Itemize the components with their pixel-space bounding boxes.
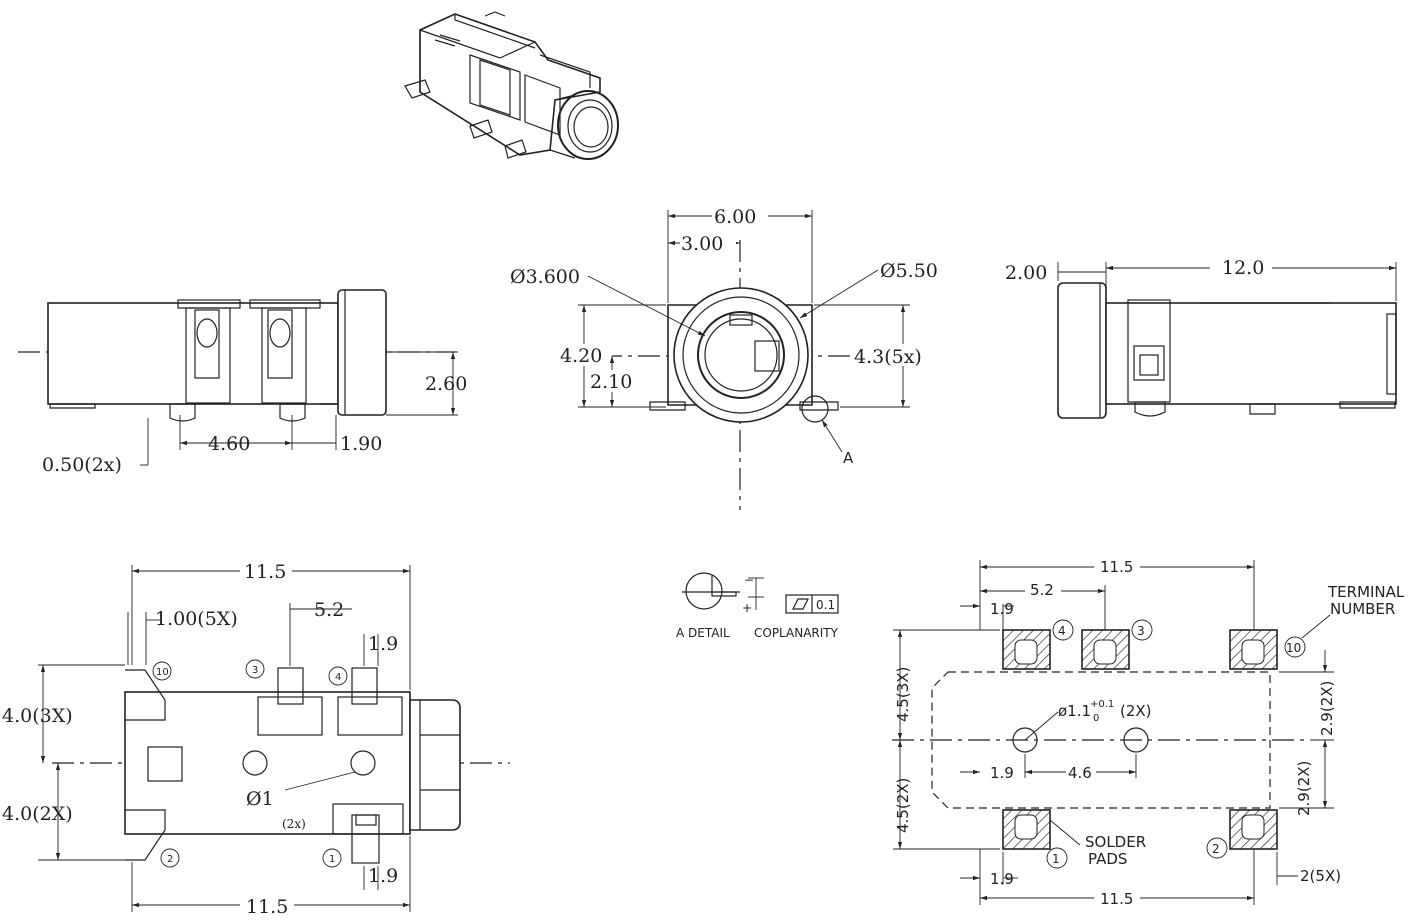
- side-view-left: 2.60 4.60 1.90 0.50(2x): [18, 289, 467, 476]
- pcb-footprint: 4 3 10 1 2 TERMINAL NUMBER SOLDER PADS 1…: [892, 557, 1405, 908]
- dim-pad-1-9-top: 1.9: [368, 633, 398, 655]
- dim-width-6-00: 6.00: [714, 206, 756, 228]
- terminal-number-label-1: TERMINAL: [1327, 583, 1405, 601]
- label-coplanarity: COPLANARITY: [754, 626, 839, 640]
- detail-minus: −: [744, 573, 754, 587]
- dim-height-4-20: 4.20: [560, 345, 602, 367]
- fp-dim-pad-w-top: 1.9: [990, 600, 1014, 618]
- dim-pin-width-0-50: 0.50(2x): [42, 454, 122, 476]
- dim-height-2-60: 2.60: [425, 373, 467, 395]
- solder-pads-label-2: PADS: [1088, 850, 1127, 868]
- side-view-right: 12.0 2.00: [1005, 256, 1397, 419]
- isometric-view: [404, 11, 619, 160]
- dim-offset-1-90: 1.90: [340, 433, 382, 455]
- dim-inner-dia-3-600: Ø3.600: [510, 266, 580, 288]
- fp-dim-pitch: 5.2: [1030, 581, 1054, 599]
- terminal-4: 4: [335, 672, 341, 683]
- dim-length-11-5-top: 11.5: [244, 561, 286, 583]
- solder-pads-label-1: SOLDER: [1085, 833, 1146, 851]
- dim-pad-1-9-bottom: 1.9: [368, 865, 398, 887]
- terminal-number-label-2: NUMBER: [1330, 600, 1395, 618]
- fp-hole-count: (2X): [1120, 702, 1152, 720]
- fp-hole-tol-upper: +0.1: [1090, 699, 1114, 710]
- detail-coplanarity: − + 0.1 A DETAIL COPLANARITY: [676, 572, 839, 640]
- detail-ref-a: A: [843, 449, 854, 467]
- terminal-3: 3: [252, 665, 258, 676]
- fp-hole-label: ø1.1: [1058, 702, 1091, 720]
- fp-terminal-1: 1: [1052, 852, 1060, 866]
- terminal-1: 1: [329, 854, 335, 865]
- fp-terminal-10: 10: [1286, 641, 1301, 655]
- dim-pitch-4-60: 4.60: [208, 433, 250, 455]
- fp-terminal-4: 4: [1058, 624, 1066, 638]
- fp-dim-pad-w-mid: 1.9: [990, 764, 1014, 782]
- detail-plus: +: [742, 601, 752, 615]
- dim-upper-4-0: 4.0(3X): [2, 705, 73, 727]
- terminal-2: 2: [167, 854, 173, 865]
- top-view: 10 3 4 2 1 Ø1 (2x) 11.5 1.00(5X) 5.2 1.9…: [2, 561, 510, 918]
- coplanarity-tolerance: 0.1: [816, 598, 835, 612]
- dim-length-11-5-bottom: 11.5: [246, 896, 288, 918]
- dim-pitch-5-2: 5.2: [314, 599, 344, 621]
- fp-dim-total-bottom: 11.5: [1100, 890, 1133, 908]
- dim-half-width-3-00: 3.00: [681, 233, 723, 255]
- fp-dim-hole-pitch: 4.6: [1068, 764, 1092, 782]
- fp-dim-pad-w-bottom: 1.9: [990, 870, 1014, 888]
- fp-hole-tol-lower: 0: [1093, 713, 1099, 724]
- fp-dim-right-lower: 2.9(2X): [1295, 761, 1313, 816]
- fp-dim-right-upper: 2.9(2X): [1318, 681, 1336, 736]
- dim-depth-12-0: 12.0: [1222, 257, 1264, 279]
- hole-count-label: (2x): [282, 817, 306, 831]
- dim-pin-4-3: 4.3(5x): [854, 346, 922, 368]
- fp-terminal-2: 2: [1212, 842, 1220, 856]
- hole-dia-label: Ø1: [246, 788, 274, 810]
- fp-dim-pad-len: 2(5X): [1300, 867, 1341, 885]
- fp-dim-total-top: 11.5: [1100, 558, 1133, 576]
- front-view: A 6.00 3.00 Ø3.600 Ø5.50 4.20 2.10 4.3(5…: [510, 204, 942, 510]
- dim-pin-width-1-00: 1.00(5X): [155, 608, 238, 630]
- fp-terminal-3: 3: [1137, 624, 1145, 638]
- terminal-10: 10: [156, 667, 169, 678]
- label-a-detail: A DETAIL: [676, 626, 730, 640]
- dim-outer-dia-5-50: Ø5.50: [880, 260, 938, 282]
- dim-flange-2-00: 2.00: [1005, 262, 1047, 284]
- fp-dim-lower-span: 4.5(2X): [894, 778, 912, 833]
- fp-dim-upper-span: 4.5(3X): [894, 667, 912, 722]
- dim-half-height-2-10: 2.10: [590, 371, 632, 393]
- dim-lower-4-0: 4.0(2X): [2, 803, 73, 825]
